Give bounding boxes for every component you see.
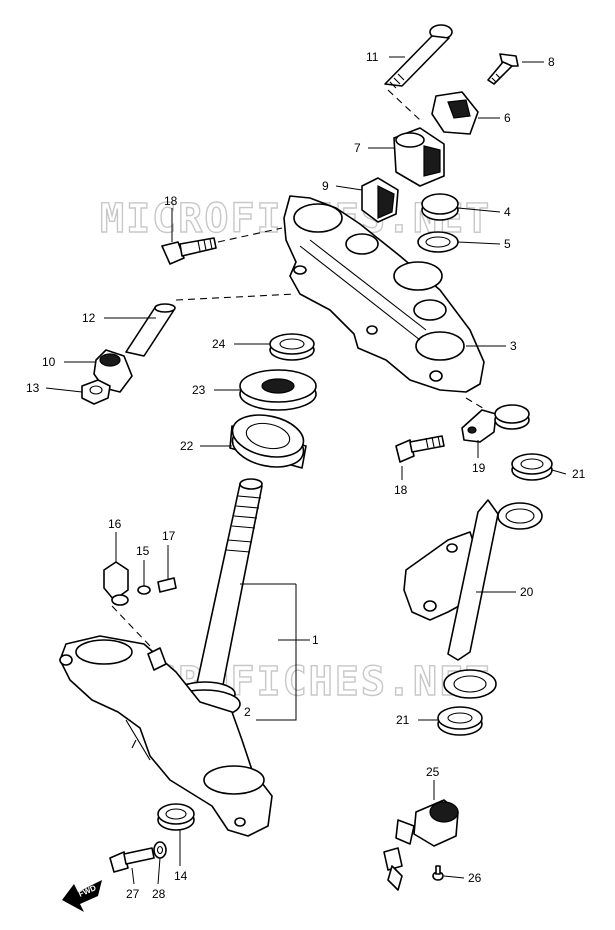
part-11-bolt: [384, 24, 453, 121]
callout-11: 11: [366, 50, 379, 64]
part-12-pipe: [125, 293, 297, 357]
callout-9: 9: [322, 179, 329, 193]
callout-22: 22: [180, 439, 194, 453]
part-10-mount: [93, 349, 133, 393]
callout-12: 12: [82, 311, 96, 325]
part-18-bolt-lower: [395, 435, 445, 463]
lower-bracket: [59, 635, 273, 837]
callout-20: 20: [520, 585, 534, 599]
callout-13: 13: [26, 381, 40, 395]
callout-8: 8: [548, 55, 555, 69]
part-5-washer: [417, 231, 459, 253]
callout-5: 5: [504, 237, 511, 251]
callout-10: 10: [42, 355, 56, 369]
part-8-bolt: [487, 53, 519, 85]
callout-2: 2: [244, 705, 251, 719]
callout-26: 26: [468, 871, 482, 885]
callout-6: 6: [504, 111, 511, 125]
callout-3: 3: [510, 339, 517, 353]
part-4-cap: [421, 193, 459, 221]
callout-labels: 11 8 6 7 9 4 5 3 18 12 10 13 24 23 22 19…: [26, 50, 586, 901]
callout-27: 27: [126, 887, 140, 901]
part-13-nut: [81, 379, 111, 405]
lower-bracket-tab: [147, 647, 167, 671]
callout-17: 17: [162, 529, 176, 543]
part-15-washer: [137, 585, 151, 595]
callout-18-upper: 18: [164, 194, 178, 208]
part-19-guide: [461, 397, 530, 443]
part-27-bolt: [109, 847, 155, 873]
part-14-grommet: [157, 803, 195, 831]
callout-21-upper: 21: [572, 467, 586, 481]
part-6-clamp-upper: [431, 91, 479, 135]
callout-28: 28: [152, 887, 166, 901]
part-17-screw: [157, 577, 177, 593]
part-23-dust-seal: [239, 369, 317, 411]
callout-16: 16: [108, 517, 122, 531]
callout-4: 4: [504, 205, 511, 219]
callout-25: 25: [426, 765, 440, 779]
callout-14: 14: [174, 869, 188, 883]
part-24-locknut: [269, 333, 315, 361]
part-3-upper-bracket: [283, 195, 485, 393]
part-7-holder: [393, 127, 445, 187]
callout-21-lower: 21: [396, 713, 410, 727]
callout-1: 1: [312, 633, 319, 647]
part-20-bracket: [403, 499, 543, 699]
part-22-bearing: [229, 414, 307, 469]
part-9-cushion: [361, 177, 399, 223]
callout-7: 7: [354, 141, 361, 155]
part-21-grommet-upper: [511, 453, 553, 481]
part-21-grommet-lower: [437, 706, 483, 736]
part-26-screw: [432, 865, 444, 881]
callout-23: 23: [192, 383, 206, 397]
leader-lines: [45, 56, 567, 885]
callout-15: 15: [136, 544, 150, 558]
part-16-clamp: [103, 561, 151, 647]
callout-18-lower: 18: [394, 483, 408, 497]
part-28-washer: [153, 841, 167, 859]
callout-24: 24: [212, 337, 226, 351]
part-18-bolt-upper: [161, 227, 283, 265]
fwd-arrow-icon: FWD: [62, 880, 102, 912]
part-25-ignition-switch: [383, 799, 459, 891]
callout-19: 19: [472, 461, 486, 475]
